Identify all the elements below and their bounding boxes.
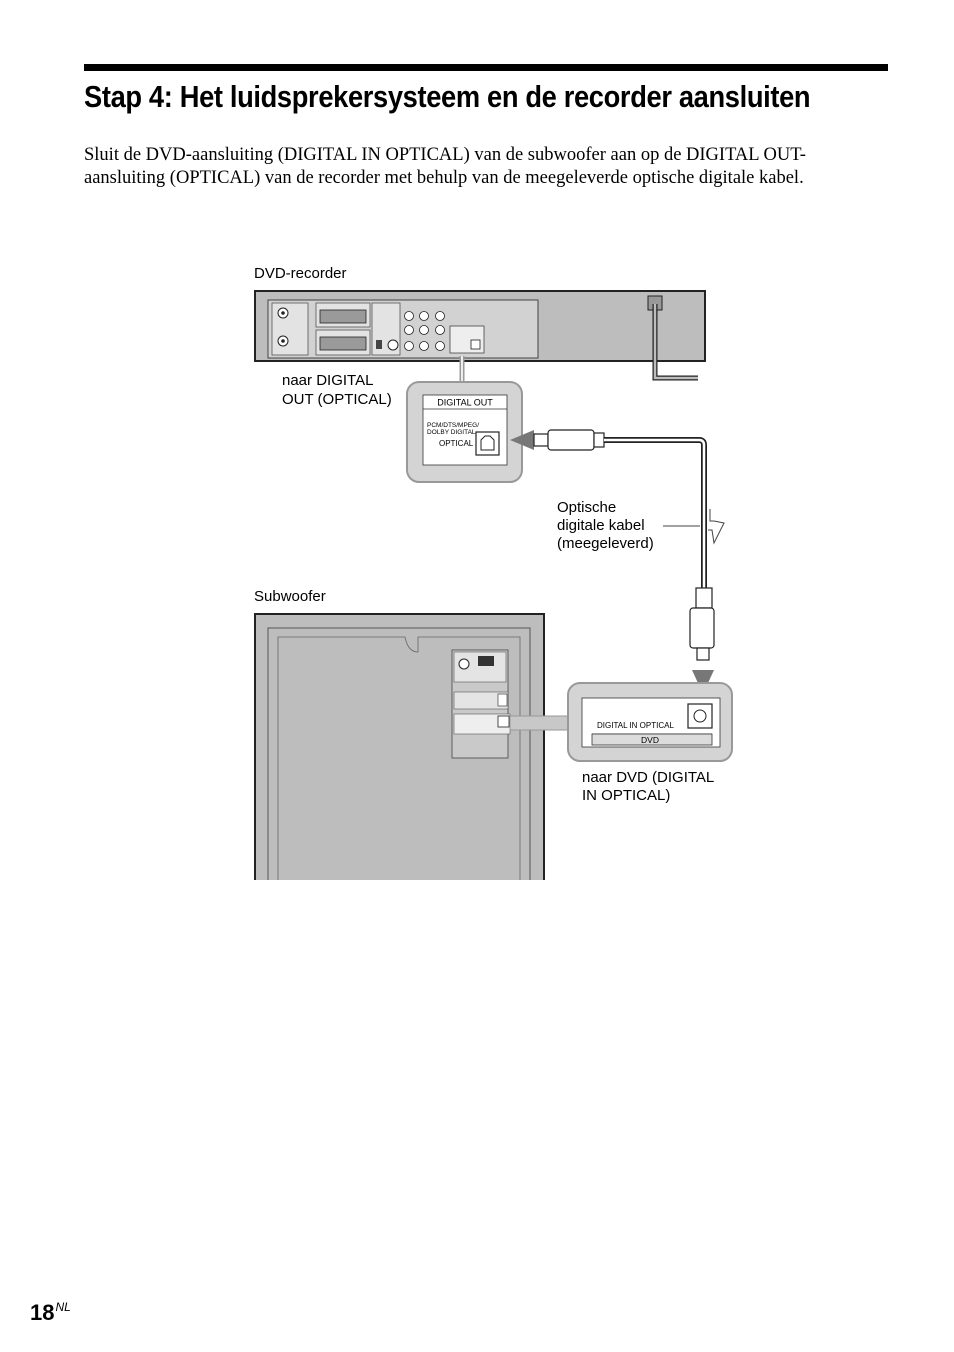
digital-in-panel: DIGITAL IN OPTICAL DVD (567, 682, 733, 762)
subwoofer-callout-line-2: IN OPTICAL) (582, 787, 671, 804)
digital-out-format-2: DOLBY DIGITAL (427, 429, 476, 436)
subwoofer-label: Subwoofer (254, 588, 326, 605)
dvd-recorder-illustration (254, 290, 706, 381)
optical-cable (510, 429, 725, 694)
optical-jack-label: OPTICAL (439, 439, 474, 448)
page-title: Stap 4: Het luidsprekersysteem en de rec… (84, 79, 811, 114)
digital-in-footer: DVD (641, 735, 659, 745)
optical-out-jack (475, 431, 500, 456)
subwoofer-illustration (254, 613, 545, 880)
recorder-label: DVD-recorder (254, 265, 347, 282)
intro-paragraph: Sluit de DVD-aansluiting (DIGITAL IN OPT… (84, 145, 806, 188)
heading-rule (84, 64, 888, 71)
digital-out-panel: DIGITAL OUT PCM/DTS/MPEG/ DOLBY DIGITAL … (406, 381, 523, 483)
optical-in-jack (687, 703, 713, 729)
page-number-value: 18 (30, 1300, 55, 1325)
cable-label-line-1: Optische (557, 499, 617, 516)
recorder-callout-line-2: OUT (OPTICAL) (282, 391, 392, 408)
recorder-callout-line-1: naar DIGITAL (282, 372, 374, 389)
digital-out-header: DIGITAL OUT (437, 398, 493, 408)
page-number-suffix: NL (55, 1300, 71, 1314)
subwoofer-callout-line-1: naar DVD (DIGITAL (582, 769, 715, 786)
cable-label-line-2: digitale kabel (557, 517, 645, 534)
digital-in-jack-label: DIGITAL IN OPTICAL (597, 721, 674, 730)
cable-label-line-3: (meegeleverd) (557, 535, 654, 552)
digital-out-format-1: PCM/DTS/MPEG/ (427, 422, 479, 429)
page-number: 18NL (30, 1300, 71, 1326)
